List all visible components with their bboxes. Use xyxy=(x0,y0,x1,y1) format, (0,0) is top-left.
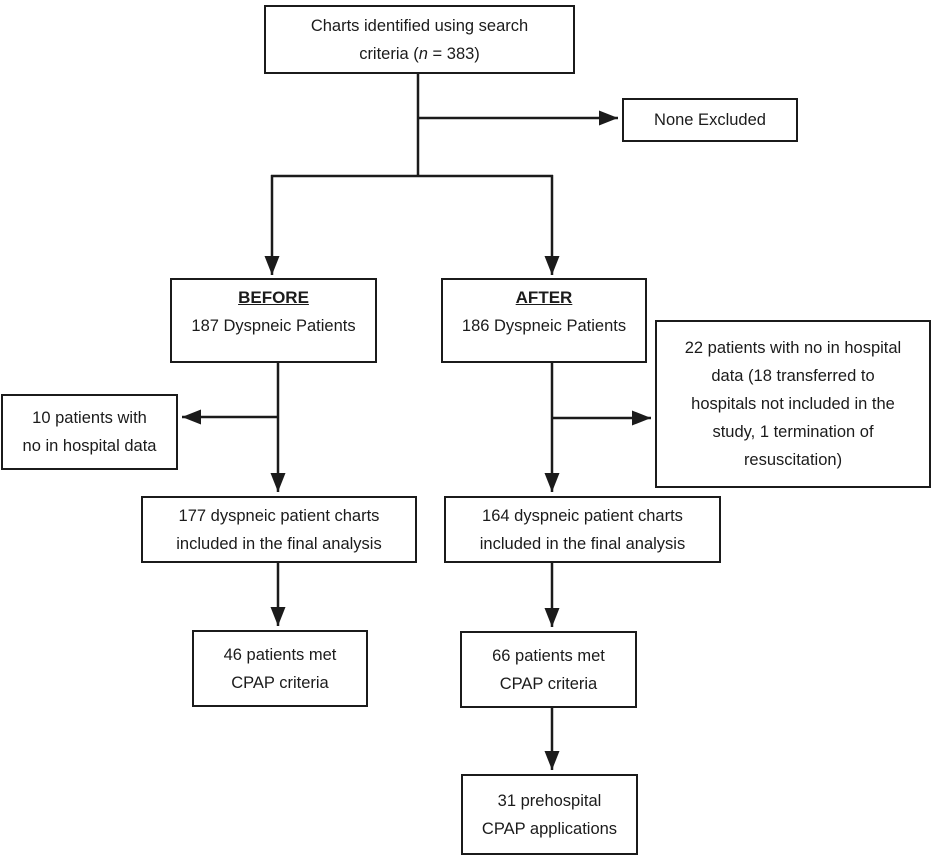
text-line: CPAP criteria xyxy=(231,673,329,692)
text-line: data (18 transferred to xyxy=(711,367,875,385)
text-segment: criteria ( xyxy=(359,44,419,63)
node-cpap-criteria-before: 46 patients met CPAP criteria xyxy=(192,630,368,707)
node-excluded-before: 10 patients with no in hospital data xyxy=(1,394,178,470)
text-line: no in hospital data xyxy=(22,437,157,455)
text-line: CPAP applications xyxy=(481,819,618,838)
text-line: 22 patients with no in hospital xyxy=(684,339,902,357)
text-line: 164 dyspneic patient charts xyxy=(482,506,683,525)
node-cpap-criteria-after: 66 patients met CPAP criteria xyxy=(460,631,637,708)
text-line: None Excluded xyxy=(654,111,766,129)
node-before-group: BEFORE 187 Dyspneic Patients xyxy=(170,278,377,363)
text-line: 46 patients met xyxy=(223,645,337,664)
node-excluded-after: 22 patients with no in hospital data (18… xyxy=(655,320,931,488)
node-after-group: AFTER 186 Dyspneic Patients xyxy=(441,278,647,363)
text-line: 66 patients met xyxy=(492,646,605,665)
group-heading: BEFORE xyxy=(238,288,309,307)
group-heading: AFTER xyxy=(515,288,573,307)
text-line: 177 dyspneic patient charts xyxy=(178,506,380,525)
text-line: 31 prehospital xyxy=(497,791,602,810)
text-line: 187 Dyspneic Patients xyxy=(191,317,356,335)
italic-n: n xyxy=(418,44,428,63)
text-line: criteria (n = 383) xyxy=(359,40,480,68)
text-line: Charts identified using search xyxy=(310,16,529,35)
text-line: 186 Dyspneic Patients xyxy=(461,317,627,335)
text-line: included in the final analysis xyxy=(479,534,686,553)
text-line: hospitals not included in the xyxy=(691,395,895,413)
node-final-analysis-before: 177 dyspneic patient charts included in … xyxy=(141,496,417,563)
text-line: study, 1 termination of xyxy=(712,423,874,441)
node-final-analysis-after: 164 dyspneic patient charts included in … xyxy=(444,496,721,563)
text-line: resuscitation) xyxy=(743,451,843,469)
text-segment: = 383) xyxy=(427,44,480,63)
node-none-excluded: None Excluded xyxy=(622,98,798,142)
node-charts-identified: Charts identified using search criteria … xyxy=(264,5,575,74)
text-line: CPAP criteria xyxy=(499,674,598,693)
node-cpap-applications: 31 prehospital CPAP applications xyxy=(461,774,638,855)
text-line: included in the final analysis xyxy=(176,534,382,553)
text-line: 10 patients with xyxy=(32,409,147,427)
